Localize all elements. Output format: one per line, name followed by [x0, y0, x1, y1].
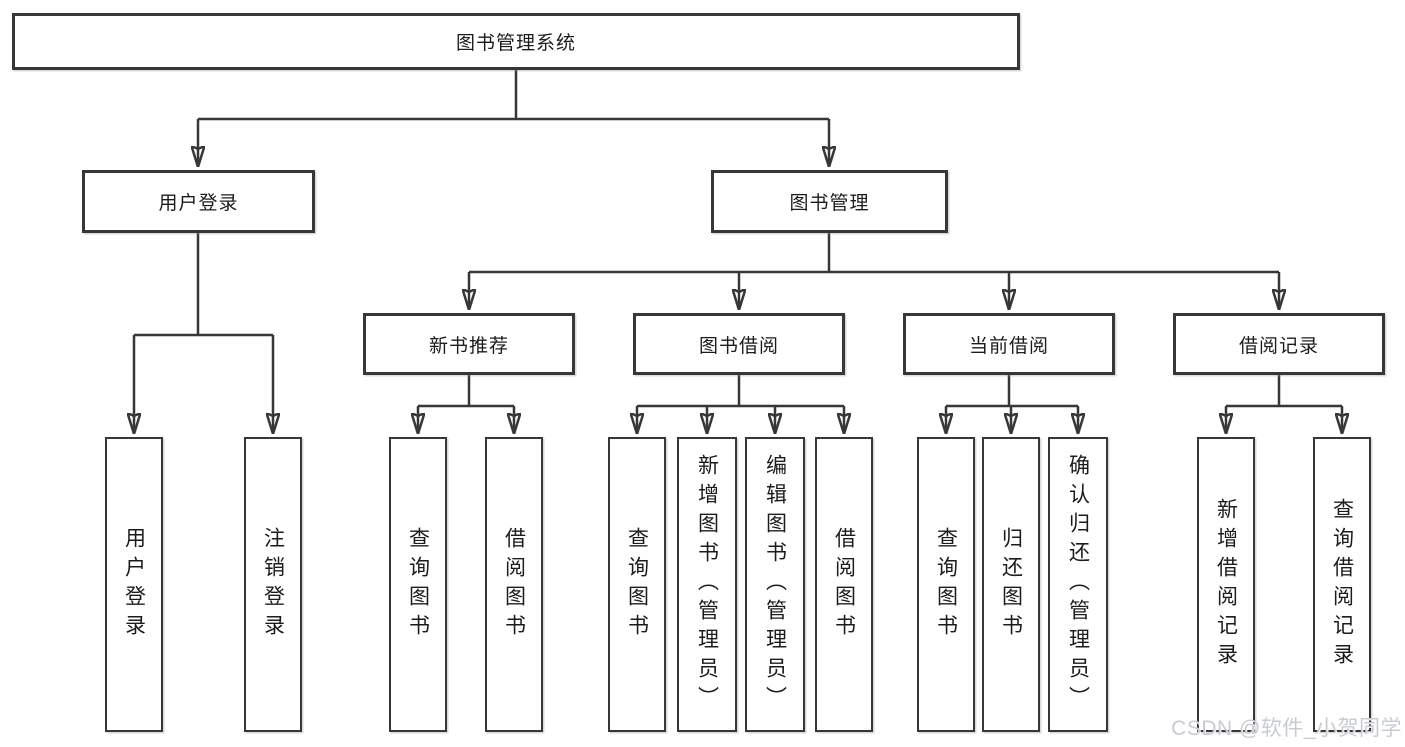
leaf-records-query-label: 查询借阅记录 [1330, 497, 1354, 672]
leaf-cur-query-book-label: 查询图书 [934, 526, 958, 643]
node-current-borrow: 当前借阅 [903, 313, 1115, 375]
node-borrow-records-label: 借阅记录 [1238, 335, 1319, 357]
node-user-login: 用户登录 [82, 170, 315, 233]
leaf-bor-add-book-label: 新增图书（管理员） [695, 454, 719, 715]
leaf-cur-query-book: 查询图书 [917, 437, 975, 732]
node-book-borrow: 图书借阅 [633, 313, 845, 375]
connector-records-split [1226, 375, 1342, 408]
leaf-records-add: 新增借阅记录 [1197, 437, 1255, 732]
leaf-rec-borrow-book: 借阅图书 [485, 437, 543, 732]
node-borrow-records: 借阅记录 [1173, 313, 1385, 375]
node-root-label: 图书管理系统 [455, 33, 576, 54]
leaf-user-login: 用户登录 [105, 437, 163, 732]
leaf-bor-borrow-book-label: 借阅图书 [832, 526, 856, 643]
leaf-logout-label: 注销登录 [261, 526, 285, 643]
connector-current-split [946, 375, 1078, 408]
leaf-logout: 注销登录 [244, 437, 302, 732]
leaf-records-query: 查询借阅记录 [1313, 437, 1371, 732]
leaf-user-login-label: 用户登录 [122, 526, 146, 643]
node-current-borrow-label: 当前借阅 [968, 335, 1049, 357]
node-new-book-rec: 新书推荐 [363, 313, 575, 375]
leaf-cur-return-book-label: 归还图书 [999, 526, 1023, 643]
node-root: 图书管理系统 [12, 13, 1020, 70]
leaf-bor-add-book: 新增图书（管理员） [677, 437, 737, 732]
connector-borrow-split [637, 375, 844, 408]
node-book-borrow-label: 图书借阅 [698, 335, 779, 357]
node-book-mgmt-label: 图书管理 [789, 193, 870, 214]
connector-login-split [134, 233, 273, 337]
connector-newrec-split [418, 375, 514, 408]
leaf-cur-return-book: 归还图书 [982, 437, 1040, 732]
csdn-watermark: CSDN @软件_小贺同学 [1171, 717, 1402, 740]
node-user-login-label: 用户登录 [158, 193, 239, 214]
connector-mgmt-split [469, 233, 1279, 274]
connector-root-split [198, 70, 829, 121]
leaf-cur-confirm-return: 确认归还（管理员） [1048, 437, 1108, 732]
leaf-bor-edit-book: 编辑图书（管理员） [745, 437, 805, 732]
node-book-mgmt: 图书管理 [711, 170, 948, 233]
leaf-rec-query-book-label: 查询图书 [406, 526, 430, 643]
leaf-cur-confirm-return-label: 确认归还（管理员） [1066, 454, 1090, 715]
leaf-bor-query-book-label: 查询图书 [625, 526, 649, 643]
leaf-rec-borrow-book-label: 借阅图书 [502, 526, 526, 643]
leaf-records-add-label: 新增借阅记录 [1214, 497, 1238, 672]
leaf-bor-edit-book-label: 编辑图书（管理员） [763, 454, 787, 715]
leaf-bor-query-book: 查询图书 [608, 437, 666, 732]
leaf-bor-borrow-book: 借阅图书 [815, 437, 873, 732]
leaf-rec-query-book: 查询图书 [389, 437, 447, 732]
node-new-book-rec-label: 新书推荐 [428, 335, 509, 357]
